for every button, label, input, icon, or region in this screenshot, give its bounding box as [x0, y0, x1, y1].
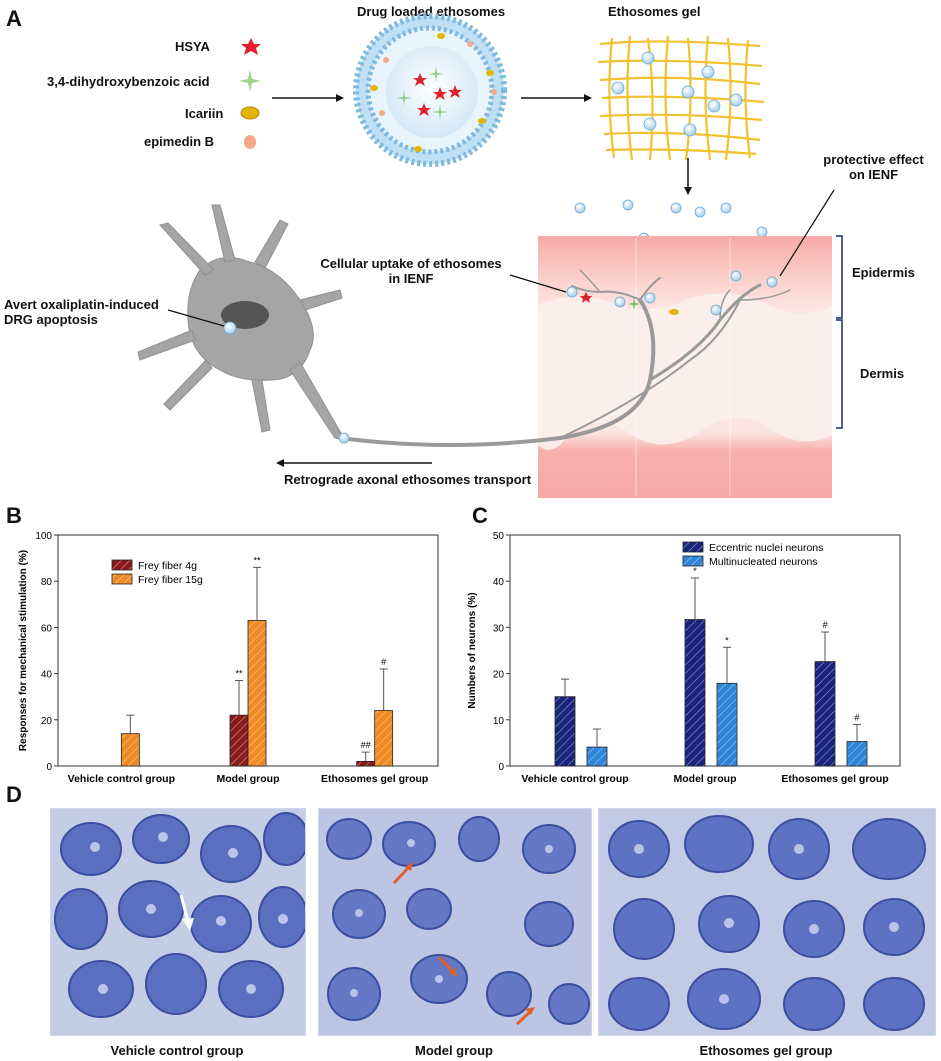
- legend-swatch: [682, 541, 704, 553]
- legend-epimedin: epimedin B: [144, 134, 215, 149]
- y-tick-label: 40: [41, 670, 53, 681]
- legend-label: Frey fiber 15g: [138, 574, 203, 586]
- bar: [814, 661, 836, 767]
- legend-label: Eccentric nuclei neurons: [709, 542, 823, 554]
- legend-dhba: 3,4-dihydroxybenzoic acid: [47, 74, 210, 89]
- legend-label: Frey fiber 4g: [138, 560, 197, 572]
- y-tick-label: 0: [498, 762, 504, 773]
- green-sparkle-icon: [239, 70, 261, 92]
- caption-ethosomes-gel: Ethosomes gel group: [699, 1043, 833, 1058]
- significance-label: *: [725, 635, 729, 645]
- category-label: Ethosomes gel group: [321, 773, 428, 785]
- significance-label: #: [822, 620, 827, 630]
- y-tick-label: 60: [41, 623, 53, 634]
- y-tick-label: 100: [35, 531, 52, 542]
- significance-label: #: [381, 657, 386, 667]
- micrograph-vehicle-image: [51, 809, 309, 1035]
- y-tick-label: 10: [493, 716, 505, 727]
- bar: [120, 733, 140, 767]
- panel-a-letter: A: [6, 6, 22, 31]
- ethosome-gel-grid: [597, 35, 765, 161]
- bar: [356, 760, 376, 767]
- category-label: Ethosomes gel group: [781, 773, 888, 785]
- category-label: Vehicle control group: [521, 773, 628, 785]
- cellular-uptake-label: Cellular uptake of ethosomes in IENF: [320, 256, 502, 286]
- orange-dot-icon: [244, 135, 256, 149]
- significance-label: **: [235, 669, 243, 679]
- bar: [586, 746, 608, 767]
- bar: [229, 714, 249, 767]
- panel-d-letter: D: [6, 782, 22, 807]
- legend-hsya: HSYA: [175, 39, 210, 54]
- legend-swatch: [682, 555, 704, 567]
- panel-b-letter: B: [6, 503, 22, 528]
- micrograph-model: [318, 808, 592, 1036]
- y-tick-label: 40: [493, 577, 505, 588]
- yellow-blob-icon: [240, 106, 260, 120]
- bar: [684, 619, 706, 767]
- category-label: Vehicle control group: [68, 773, 175, 785]
- bar: [716, 682, 738, 767]
- y-tick-label: 20: [493, 670, 505, 681]
- category-label: Model group: [674, 773, 737, 785]
- ethosome-title: Drug loaded ethosomes: [357, 4, 506, 19]
- category-label: Model group: [217, 773, 280, 785]
- y-axis-label: Responses for mechanical stimulation (%): [18, 550, 29, 751]
- avert-apoptosis-label: Avert oxaliplatin-induced DRG apoptosis: [4, 297, 159, 327]
- legend-swatch: [111, 559, 133, 571]
- micrograph-model-image: [319, 809, 591, 1035]
- significance-label: **: [253, 555, 261, 565]
- significance-label: *: [693, 566, 697, 576]
- gel-vesicles: [611, 51, 743, 137]
- caption-vehicle: Vehicle control group: [110, 1043, 244, 1058]
- dermis-label: Dermis: [860, 366, 905, 381]
- y-tick-label: 30: [493, 623, 505, 634]
- caption-model: Model group: [415, 1043, 493, 1058]
- legend-swatch: [111, 573, 133, 585]
- red-star-icon: [241, 38, 261, 55]
- micrograph-ethosomes-gel: [598, 808, 936, 1036]
- legend-icariin: Icariin: [185, 106, 224, 121]
- ethosome-sphere: [353, 13, 507, 167]
- bar: [554, 696, 576, 767]
- bar: [374, 710, 394, 767]
- y-tick-label: 80: [41, 577, 53, 588]
- skin-cross-section: [538, 236, 832, 498]
- micrograph-vehicle: [50, 808, 309, 1036]
- panel-a-diagram: [137, 13, 843, 498]
- micrograph-ethosomes-gel-image: [599, 809, 935, 1035]
- y-tick-label: 50: [493, 531, 505, 542]
- epidermis-label: Epidermis: [852, 265, 915, 280]
- y-axis-label: Numbers of neurons (%): [467, 592, 478, 708]
- panel-c-letter: C: [472, 503, 488, 528]
- y-tick-label: 20: [41, 716, 53, 727]
- protective-effect-label: protective effect on IENF: [823, 152, 924, 182]
- nerve-fibers: [338, 269, 791, 447]
- significance-label: ##: [361, 740, 371, 750]
- y-tick-label: 0: [46, 762, 52, 773]
- gel-title: Ethosomes gel: [608, 4, 701, 19]
- legend-label: Multinucleated neurons: [709, 556, 818, 568]
- bar: [846, 741, 868, 767]
- retrograde-transport-label: Retrograde axonal ethosomes transport: [284, 472, 532, 487]
- significance-label: #: [854, 712, 859, 722]
- bar: [247, 620, 267, 767]
